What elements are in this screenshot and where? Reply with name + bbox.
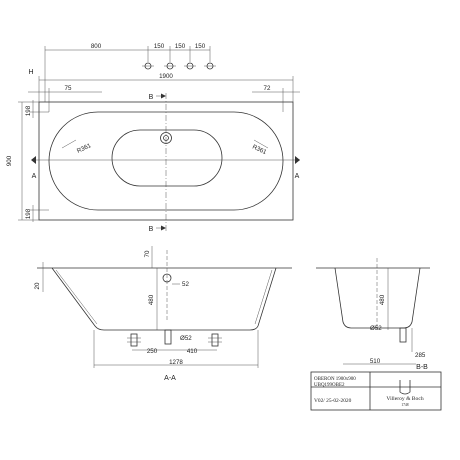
dim-bb-waste: Ø52	[370, 325, 382, 332]
section-a-arrow-left	[31, 156, 36, 164]
version-date: V02/ 25-02-2020	[314, 398, 352, 404]
dim-bb-510: 510	[370, 358, 381, 365]
section-b-label-bottom: B	[149, 226, 154, 233]
dim-72: 72	[264, 85, 271, 92]
dim-900: 900	[6, 155, 13, 166]
aa-tub-profile	[51, 267, 277, 331]
dim-75: 75	[65, 85, 72, 92]
basin-bottom-outline	[111, 129, 223, 187]
dim-150-c: 150	[195, 43, 206, 50]
section-b-label-top: B	[149, 94, 154, 101]
title-block: OBERON 1900x900 UBQ199OBE2 V02/ 25-02-20…	[310, 371, 442, 411]
dim-bb-285: 285	[415, 352, 426, 359]
dim-1900: 1900	[159, 73, 173, 80]
section-a-label-left: A	[32, 173, 37, 180]
brand-name: Villeroy & Boch	[386, 396, 423, 402]
section-a-label-right: A	[295, 173, 300, 180]
dim-aa-480: 480	[148, 294, 155, 305]
dim-aa-20: 20	[34, 282, 41, 289]
section-a-arrow-right	[295, 156, 300, 164]
bb-tub-profile	[334, 267, 421, 329]
brand-logo-icon	[399, 380, 411, 395]
product-name: OBERON 1900x900	[314, 377, 356, 382]
brand-since: 1748	[401, 403, 408, 407]
dim-aa-410: 410	[187, 348, 198, 355]
dim-aa-52: 52	[182, 281, 189, 288]
dim-150-b: 150	[175, 43, 186, 50]
corner-label-h: H	[28, 69, 33, 76]
plan-view: A A B B R361 R361 800 150 150 150	[6, 43, 300, 233]
dim-150-a: 150	[154, 43, 165, 50]
dim-aa-waste: Ø52	[180, 335, 192, 342]
drain-outer	[160, 132, 172, 144]
dim-198-bottom: 198	[25, 208, 32, 219]
product-code: UBQ199OBE2	[314, 383, 345, 388]
radius-right-label: R361	[251, 143, 268, 156]
dim-aa-250: 250	[147, 348, 158, 355]
tap-holes	[142, 62, 216, 70]
section-aa-title: A-A	[164, 375, 176, 382]
section-aa: 20 70 52 480 Ø52 250 410 1278 A-A	[34, 246, 292, 382]
radius-left-label: R361	[76, 142, 93, 155]
dim-aa-1278: 1278	[169, 359, 183, 366]
dim-aa-70: 70	[144, 250, 151, 257]
dim-bb-480: 480	[379, 294, 386, 305]
dim-800: 800	[91, 43, 102, 50]
section-bb-title: B-B	[416, 364, 428, 371]
section-bb: 480 Ø52 285 510 B-B	[316, 258, 430, 371]
dim-198-top: 198	[25, 105, 32, 116]
